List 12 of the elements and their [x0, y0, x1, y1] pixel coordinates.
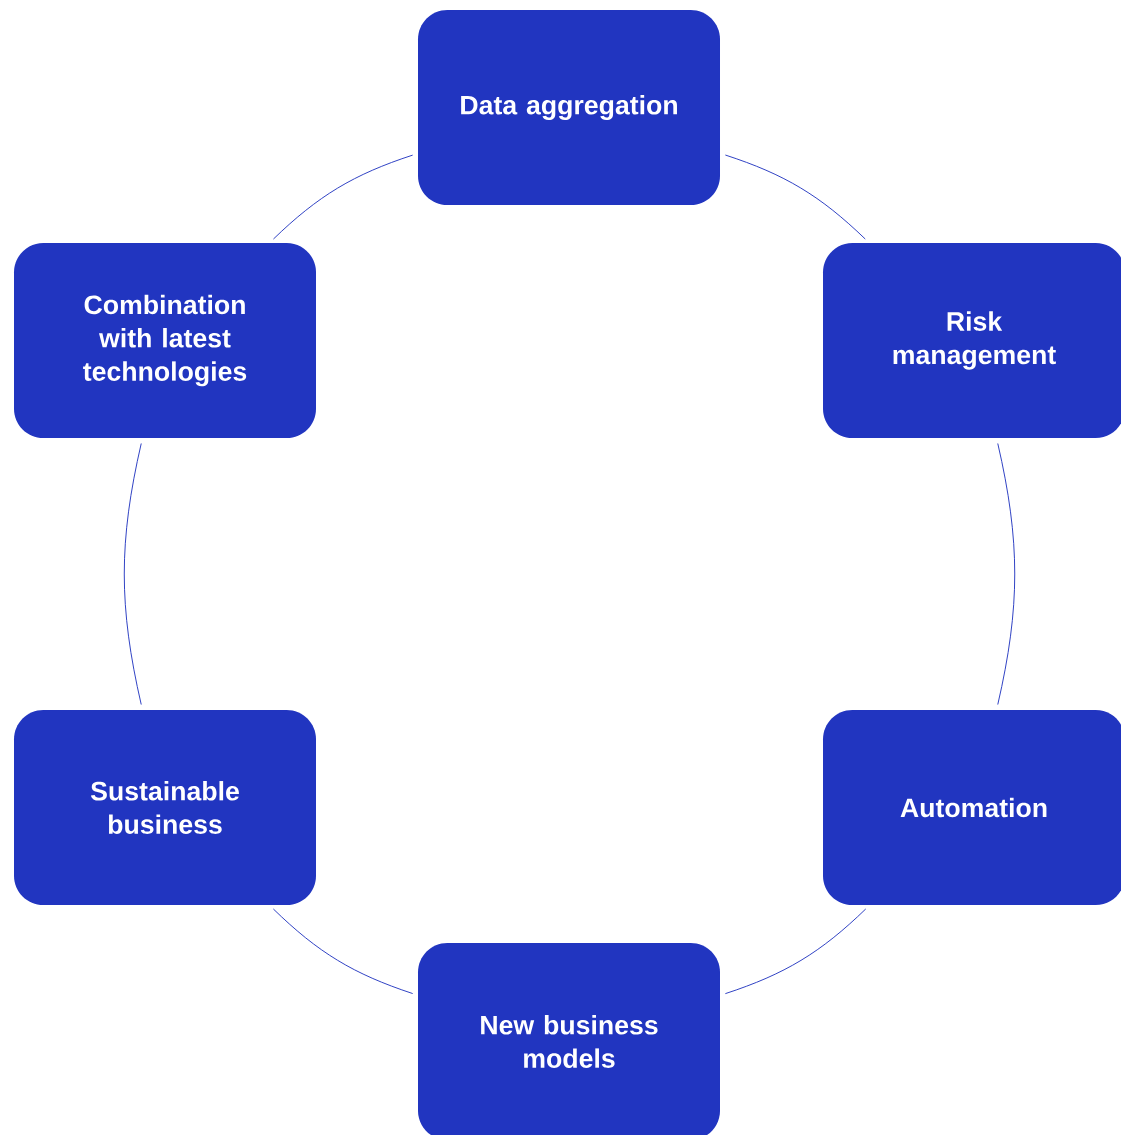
connector-arc	[272, 908, 414, 994]
process-box: New business models	[418, 943, 720, 1135]
connector-arc	[123, 443, 142, 705]
connector-arc	[272, 154, 414, 240]
connector-arc	[724, 908, 867, 995]
process-box: Risk management	[823, 243, 1121, 438]
process-box: Data aggregation	[418, 10, 720, 205]
connector-arc	[997, 443, 1016, 705]
process-box: Sustainable business	[14, 710, 316, 905]
process-box: Combination with latest technologies	[14, 243, 316, 438]
process-box: Automation	[823, 710, 1121, 905]
connector-arc	[724, 154, 866, 240]
